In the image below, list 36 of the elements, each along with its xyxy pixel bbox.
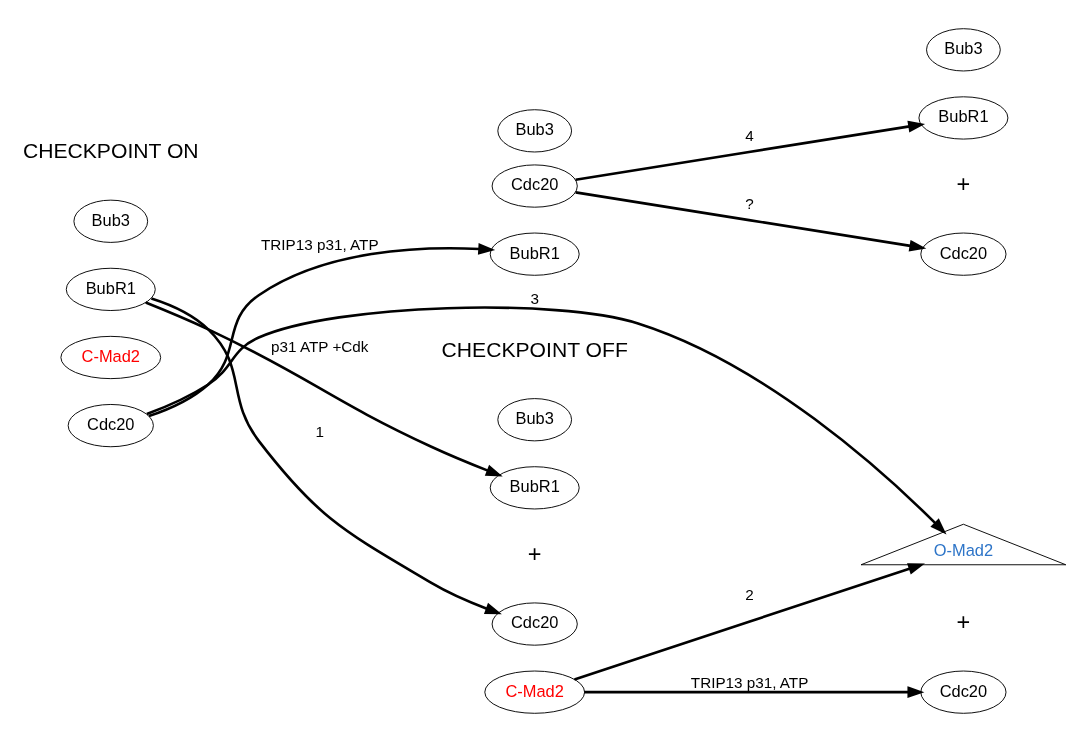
arrow	[575, 191, 927, 252]
node-ellipse: BubR1	[489, 466, 580, 510]
label: CHECKPOINT ON	[22, 139, 199, 163]
arrow	[575, 120, 926, 181]
label: +	[527, 540, 542, 567]
arrow	[584, 686, 925, 699]
node-ellipse: Bub3	[926, 28, 1001, 72]
edge-label: ?	[745, 194, 754, 212]
arrow	[574, 563, 925, 681]
label: CHECKPOINT OFF	[441, 337, 628, 361]
arrow	[148, 243, 496, 418]
node-ellipse: C-Mad2	[60, 335, 162, 380]
arrow	[151, 297, 502, 615]
arrow	[145, 301, 503, 477]
node-ellipse: Cdc20	[67, 404, 154, 448]
node-ellipse: Cdc20	[920, 670, 1007, 714]
arrow	[146, 306, 947, 535]
node-ellipse: Bub3	[73, 199, 149, 243]
node-ellipse: C-Mad2	[484, 670, 586, 714]
node-ellipse: Bub3	[497, 398, 573, 442]
label: +	[956, 608, 971, 635]
edge-label: 2	[745, 585, 754, 603]
label: +	[956, 170, 971, 197]
node-ellipse: Bub3	[497, 109, 573, 153]
edge-label: 3	[530, 289, 539, 307]
edge-label: p31 ATP +Cdk	[271, 338, 369, 356]
node-ellipse: BubR1	[489, 232, 580, 276]
node-ellipse: Cdc20	[491, 602, 578, 646]
edge-label: TRIP13 p31, ATP	[261, 235, 379, 253]
node-ellipse: BubR1	[918, 96, 1009, 140]
edge-label: 1	[315, 422, 325, 440]
edge-label: TRIP13 p31, ATP	[690, 673, 809, 691]
node-ellipse: Cdc20	[920, 232, 1007, 276]
node-ellipse: BubR1	[65, 267, 156, 311]
node-ellipse: Cdc20	[491, 164, 578, 208]
edge-label: 4	[745, 126, 754, 144]
